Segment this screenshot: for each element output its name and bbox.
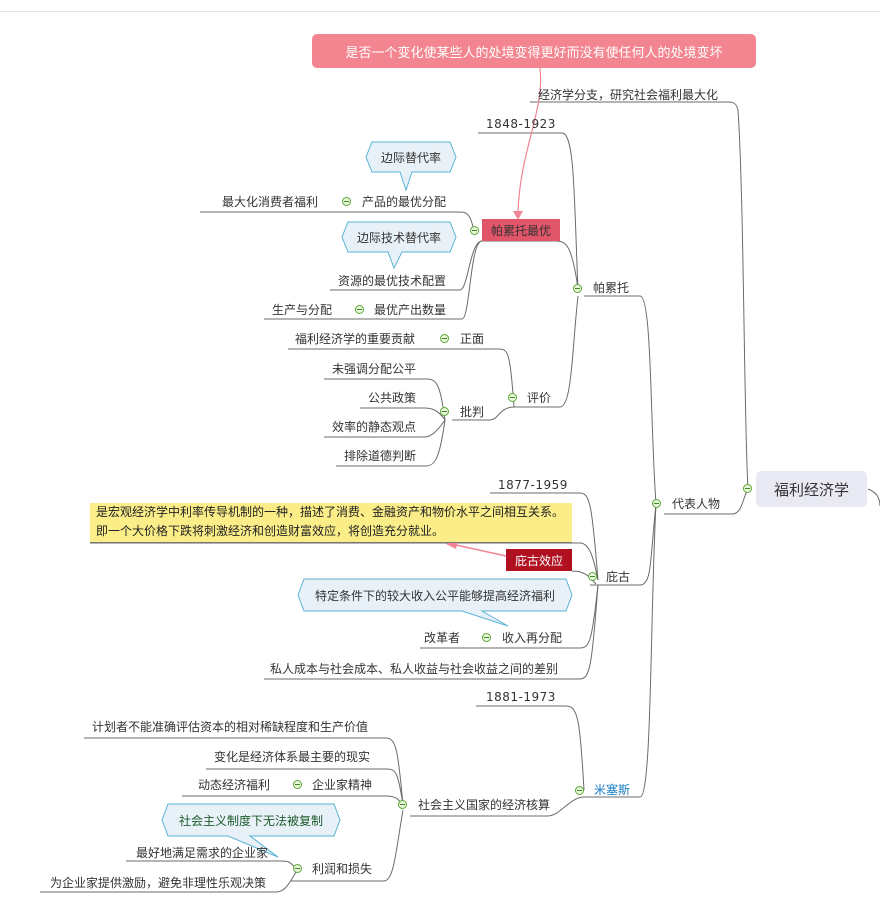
collapse-icon[interactable] — [743, 484, 752, 493]
economic-calculation-node[interactable]: 社会主义国家的经济核算 — [418, 798, 551, 812]
criticism-item[interactable]: 未强调分配公平 — [332, 362, 417, 376]
criticism-item[interactable]: 效率的静态观点 — [332, 420, 417, 434]
pareto-node[interactable]: 帕累托 — [593, 281, 630, 295]
calculation-item[interactable]: 计划者不能准确评估资本的相对稀缺程度和生产价值 — [92, 720, 369, 734]
bubble-redistribution — [297, 578, 573, 627]
mises-node[interactable]: 米塞斯 — [594, 783, 631, 797]
collapse-icon[interactable] — [293, 780, 302, 789]
evaluation-node[interactable]: 评价 — [527, 391, 552, 405]
definition-node[interactable]: 经济学分支，研究社会福利最大化 — [538, 88, 719, 102]
representatives-node[interactable]: 代表人物 — [672, 497, 721, 511]
bubble-mrs-text: 边际替代率 — [380, 150, 441, 165]
link-rep-mises — [584, 503, 657, 798]
pigou-years[interactable]: 1877-1959 — [498, 478, 568, 492]
collapse-icon[interactable] — [440, 407, 449, 416]
important-contribution-node[interactable]: 福利经济学的重要贡献 — [295, 332, 416, 346]
pigou-node[interactable]: 庇古 — [606, 570, 631, 584]
dynamic-welfare-node[interactable]: 动态经济福利 — [198, 778, 271, 792]
bubble-profit-loss-text: 社会主义制度下无法被复制 — [178, 813, 323, 828]
income-redistribution-node[interactable]: 收入再分配 — [502, 631, 563, 645]
profit-loss-node[interactable]: 利润和损失 — [312, 862, 373, 876]
collapse-icon[interactable] — [398, 800, 407, 809]
bubble-mrts — [341, 221, 457, 270]
pareto-optimal-node[interactable]: 帕累托最优 — [482, 219, 560, 241]
collapse-icon[interactable] — [440, 334, 449, 343]
bubble-redistribution-text: 特定条件下的较大收入公平能够提高经济福利 — [314, 588, 555, 603]
criticism-node[interactable]: 批判 — [460, 405, 485, 419]
link-rep-pareto — [584, 295, 657, 505]
calculation-item[interactable]: 变化是经济体系最主要的现实 — [214, 750, 371, 764]
bubble-mrts-text: 边际技术替代率 — [356, 230, 441, 245]
collapse-icon[interactable] — [470, 226, 479, 235]
collapse-icon[interactable] — [508, 393, 517, 402]
collapse-icon[interactable] — [482, 633, 491, 642]
collapse-icon[interactable] — [355, 305, 364, 314]
bubble-profit-loss — [161, 803, 341, 858]
pigou-effect-note[interactable]: 是宏观经济学中利率传导机制的一种，描述了消费、金融资产和物价水平之间相互关系。即… — [90, 503, 572, 543]
positive-node[interactable]: 正面 — [460, 332, 485, 346]
collapse-icon[interactable] — [573, 284, 582, 293]
link-root-definition — [530, 101, 749, 490]
optimal-resource-allocation[interactable]: 资源的最优技术配置 — [338, 274, 447, 288]
arrow-effect-to-note — [455, 544, 507, 557]
root-node[interactable]: 福利经济学 — [756, 471, 867, 507]
pareto-years[interactable]: 1848-1923 — [486, 117, 556, 131]
top-divider — [0, 11, 880, 12]
mises-years[interactable]: 1881-1973 — [486, 690, 556, 704]
question-callout[interactable]: 是否一个变化使某些人的处境变得更好而没有使任何人的处境变坏 — [312, 34, 756, 68]
arrow-question-to-optimal — [517, 67, 542, 213]
profit-loss-item[interactable]: 最好地满足需求的企业家 — [136, 846, 269, 860]
production-distribution-node[interactable]: 生产与分配 — [272, 303, 333, 317]
entrepreneurship-node[interactable]: 企业家精神 — [312, 778, 373, 792]
pigou-effect-node[interactable]: 庇古效应 — [506, 549, 572, 571]
optimal-output-node[interactable]: 最优产出数量 — [374, 303, 447, 317]
externality-node[interactable]: 私人成本与社会成本、私人收益与社会收益之间的差别 — [270, 662, 559, 676]
criticism-item[interactable]: 排除道德判断 — [344, 449, 417, 463]
collapse-icon[interactable] — [575, 786, 584, 795]
bubble-mrs — [365, 141, 457, 192]
collapse-icon[interactable] — [652, 499, 661, 508]
collapse-icon[interactable] — [588, 572, 597, 581]
optimal-product-allocation[interactable]: 产品的最优分配 — [362, 195, 447, 209]
profit-loss-item[interactable]: 为企业家提供激励，避免非理性乐观决策 — [50, 876, 267, 890]
link-rep-pigou — [590, 503, 657, 586]
consumer-welfare-node[interactable]: 最大化消费者福利 — [222, 195, 319, 209]
collapse-icon[interactable] — [342, 197, 351, 206]
criticism-item[interactable]: 公共政策 — [368, 391, 417, 405]
collapse-icon[interactable] — [293, 864, 302, 873]
reformer-node[interactable]: 改革者 — [424, 631, 461, 645]
